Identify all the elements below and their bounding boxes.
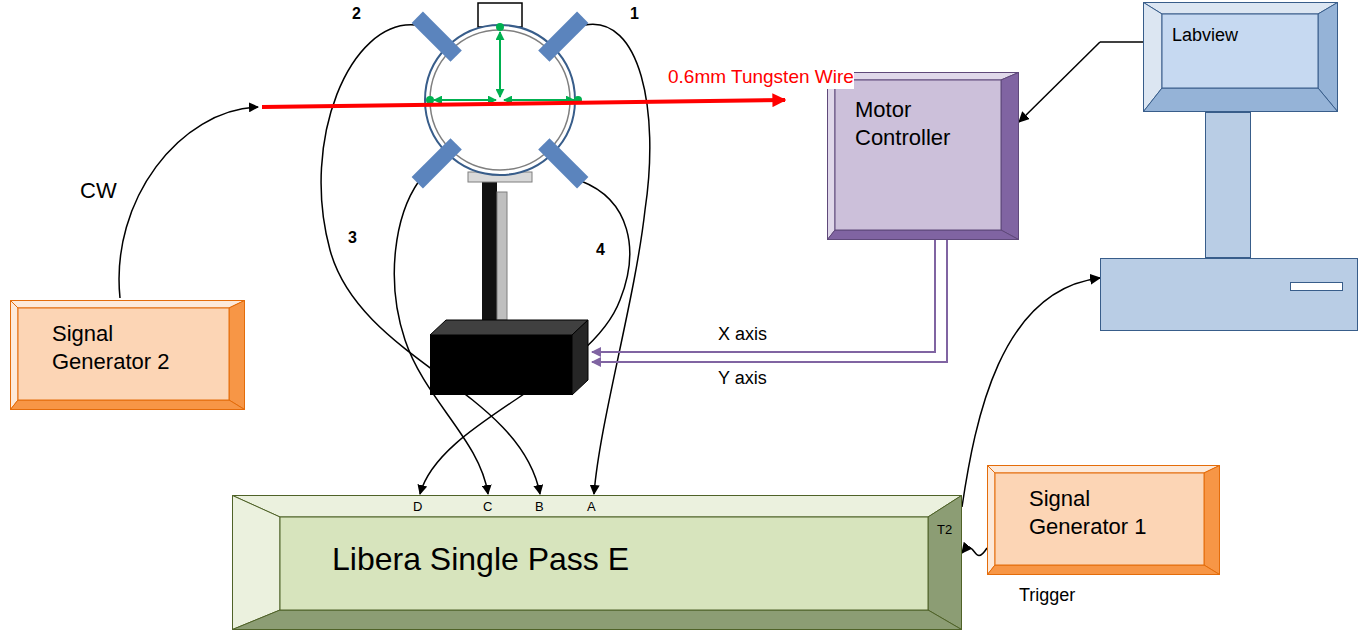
tungsten-wire bbox=[262, 100, 785, 107]
x-axis-cable bbox=[592, 240, 935, 352]
support-post bbox=[482, 180, 497, 330]
cw-cable bbox=[119, 107, 258, 298]
bpm-electronics-box: Libera Single Pass E bbox=[232, 495, 962, 630]
motor-stage bbox=[430, 172, 588, 395]
trigger-pin-label: T2 bbox=[937, 522, 952, 538]
generator-box: Signal Generator 1 bbox=[987, 465, 1220, 575]
axis-cables bbox=[592, 240, 947, 362]
stage-top bbox=[430, 320, 588, 335]
electrode-number: 3 bbox=[348, 228, 357, 247]
connector bbox=[962, 548, 987, 556]
computer-monitor: Labview bbox=[1100, 0, 1358, 332]
right-scan-arrow bbox=[504, 99, 574, 101]
drawing-part bbox=[233, 496, 281, 630]
drawing-part bbox=[18, 308, 229, 400]
drawing-part bbox=[1162, 14, 1318, 88]
drawing-part bbox=[233, 496, 962, 518]
axis-label: Y axis bbox=[718, 368, 767, 390]
electrode-2 bbox=[412, 12, 462, 62]
drawing-part bbox=[11, 301, 245, 410]
drawing-part bbox=[835, 80, 1001, 230]
edge-label: Trigger bbox=[1017, 585, 1077, 607]
drawing-part bbox=[1100, 41, 1143, 43]
drawing-part bbox=[1144, 3, 1338, 112]
drawing-part bbox=[233, 496, 962, 630]
drawing-part bbox=[1144, 88, 1338, 112]
drawing-part bbox=[1144, 3, 1338, 112]
scan-arrows bbox=[426, 23, 582, 104]
input-pin-label: A bbox=[587, 499, 596, 515]
connector bbox=[1019, 42, 1100, 122]
support-rod bbox=[497, 192, 507, 320]
drawing-part bbox=[928, 496, 962, 630]
drawing-part bbox=[229, 301, 245, 410]
drawing-part bbox=[988, 466, 1220, 474]
signal-label: CW bbox=[80, 178, 117, 204]
electrode-3 bbox=[412, 138, 462, 188]
drawing-part bbox=[1101, 259, 1358, 331]
drawing-part bbox=[828, 73, 1019, 240]
left-scan-arrow bbox=[434, 99, 496, 101]
input-pin-label: C bbox=[483, 499, 492, 515]
node-label: Libera Single Pass E bbox=[332, 539, 629, 579]
wire-label: 0.6mm Tungsten Wire bbox=[668, 66, 854, 89]
drawing-part bbox=[988, 466, 996, 575]
drawing-part bbox=[828, 230, 1019, 240]
drawing-part bbox=[280, 517, 928, 610]
drawing-part bbox=[11, 400, 245, 410]
drawing-part bbox=[995, 473, 1204, 565]
drawing-part bbox=[988, 466, 1220, 575]
cable-electrode-1 bbox=[585, 24, 650, 494]
electrode-number: 1 bbox=[630, 4, 639, 23]
axis-label: X axis bbox=[718, 324, 767, 346]
scan-dot bbox=[496, 23, 504, 31]
input-pin-label: B bbox=[535, 499, 544, 515]
node-label: Signal Generator 2 bbox=[52, 320, 212, 375]
signal-cables bbox=[119, 24, 650, 494]
cable-electrode-4 bbox=[420, 181, 630, 494]
node-label: Labview bbox=[1172, 24, 1238, 47]
drawing-part bbox=[828, 73, 836, 240]
controller-box: Motor Controller bbox=[827, 72, 1019, 240]
electrode-number: 2 bbox=[352, 4, 361, 23]
electrode-4 bbox=[538, 138, 588, 188]
drawing-part bbox=[11, 301, 19, 410]
drawing-part bbox=[828, 73, 1019, 81]
node-outline bbox=[1100, 0, 1358, 332]
drawing-part bbox=[1291, 283, 1343, 291]
generator-box: Signal Generator 2 bbox=[10, 300, 245, 410]
electrode-number: 4 bbox=[596, 240, 605, 259]
node-label: Motor Controller bbox=[855, 96, 995, 151]
drawing-part bbox=[11, 301, 245, 309]
bpm-body bbox=[412, 3, 589, 188]
input-pin-label: D bbox=[413, 499, 422, 515]
y-axis-cable bbox=[592, 240, 947, 362]
electrode-1 bbox=[538, 12, 588, 62]
stage-front bbox=[430, 335, 572, 395]
drawing-part bbox=[233, 610, 962, 630]
drawing-part bbox=[988, 565, 1220, 575]
drawing-part bbox=[1204, 466, 1220, 575]
drawing-part bbox=[1206, 113, 1251, 258]
vertical-scan-arrow bbox=[499, 32, 501, 97]
stage-side bbox=[572, 320, 588, 395]
drawing-part bbox=[1144, 3, 1338, 15]
drawing-part bbox=[1001, 73, 1019, 240]
node-label: Signal Generator 1 bbox=[1029, 485, 1189, 540]
